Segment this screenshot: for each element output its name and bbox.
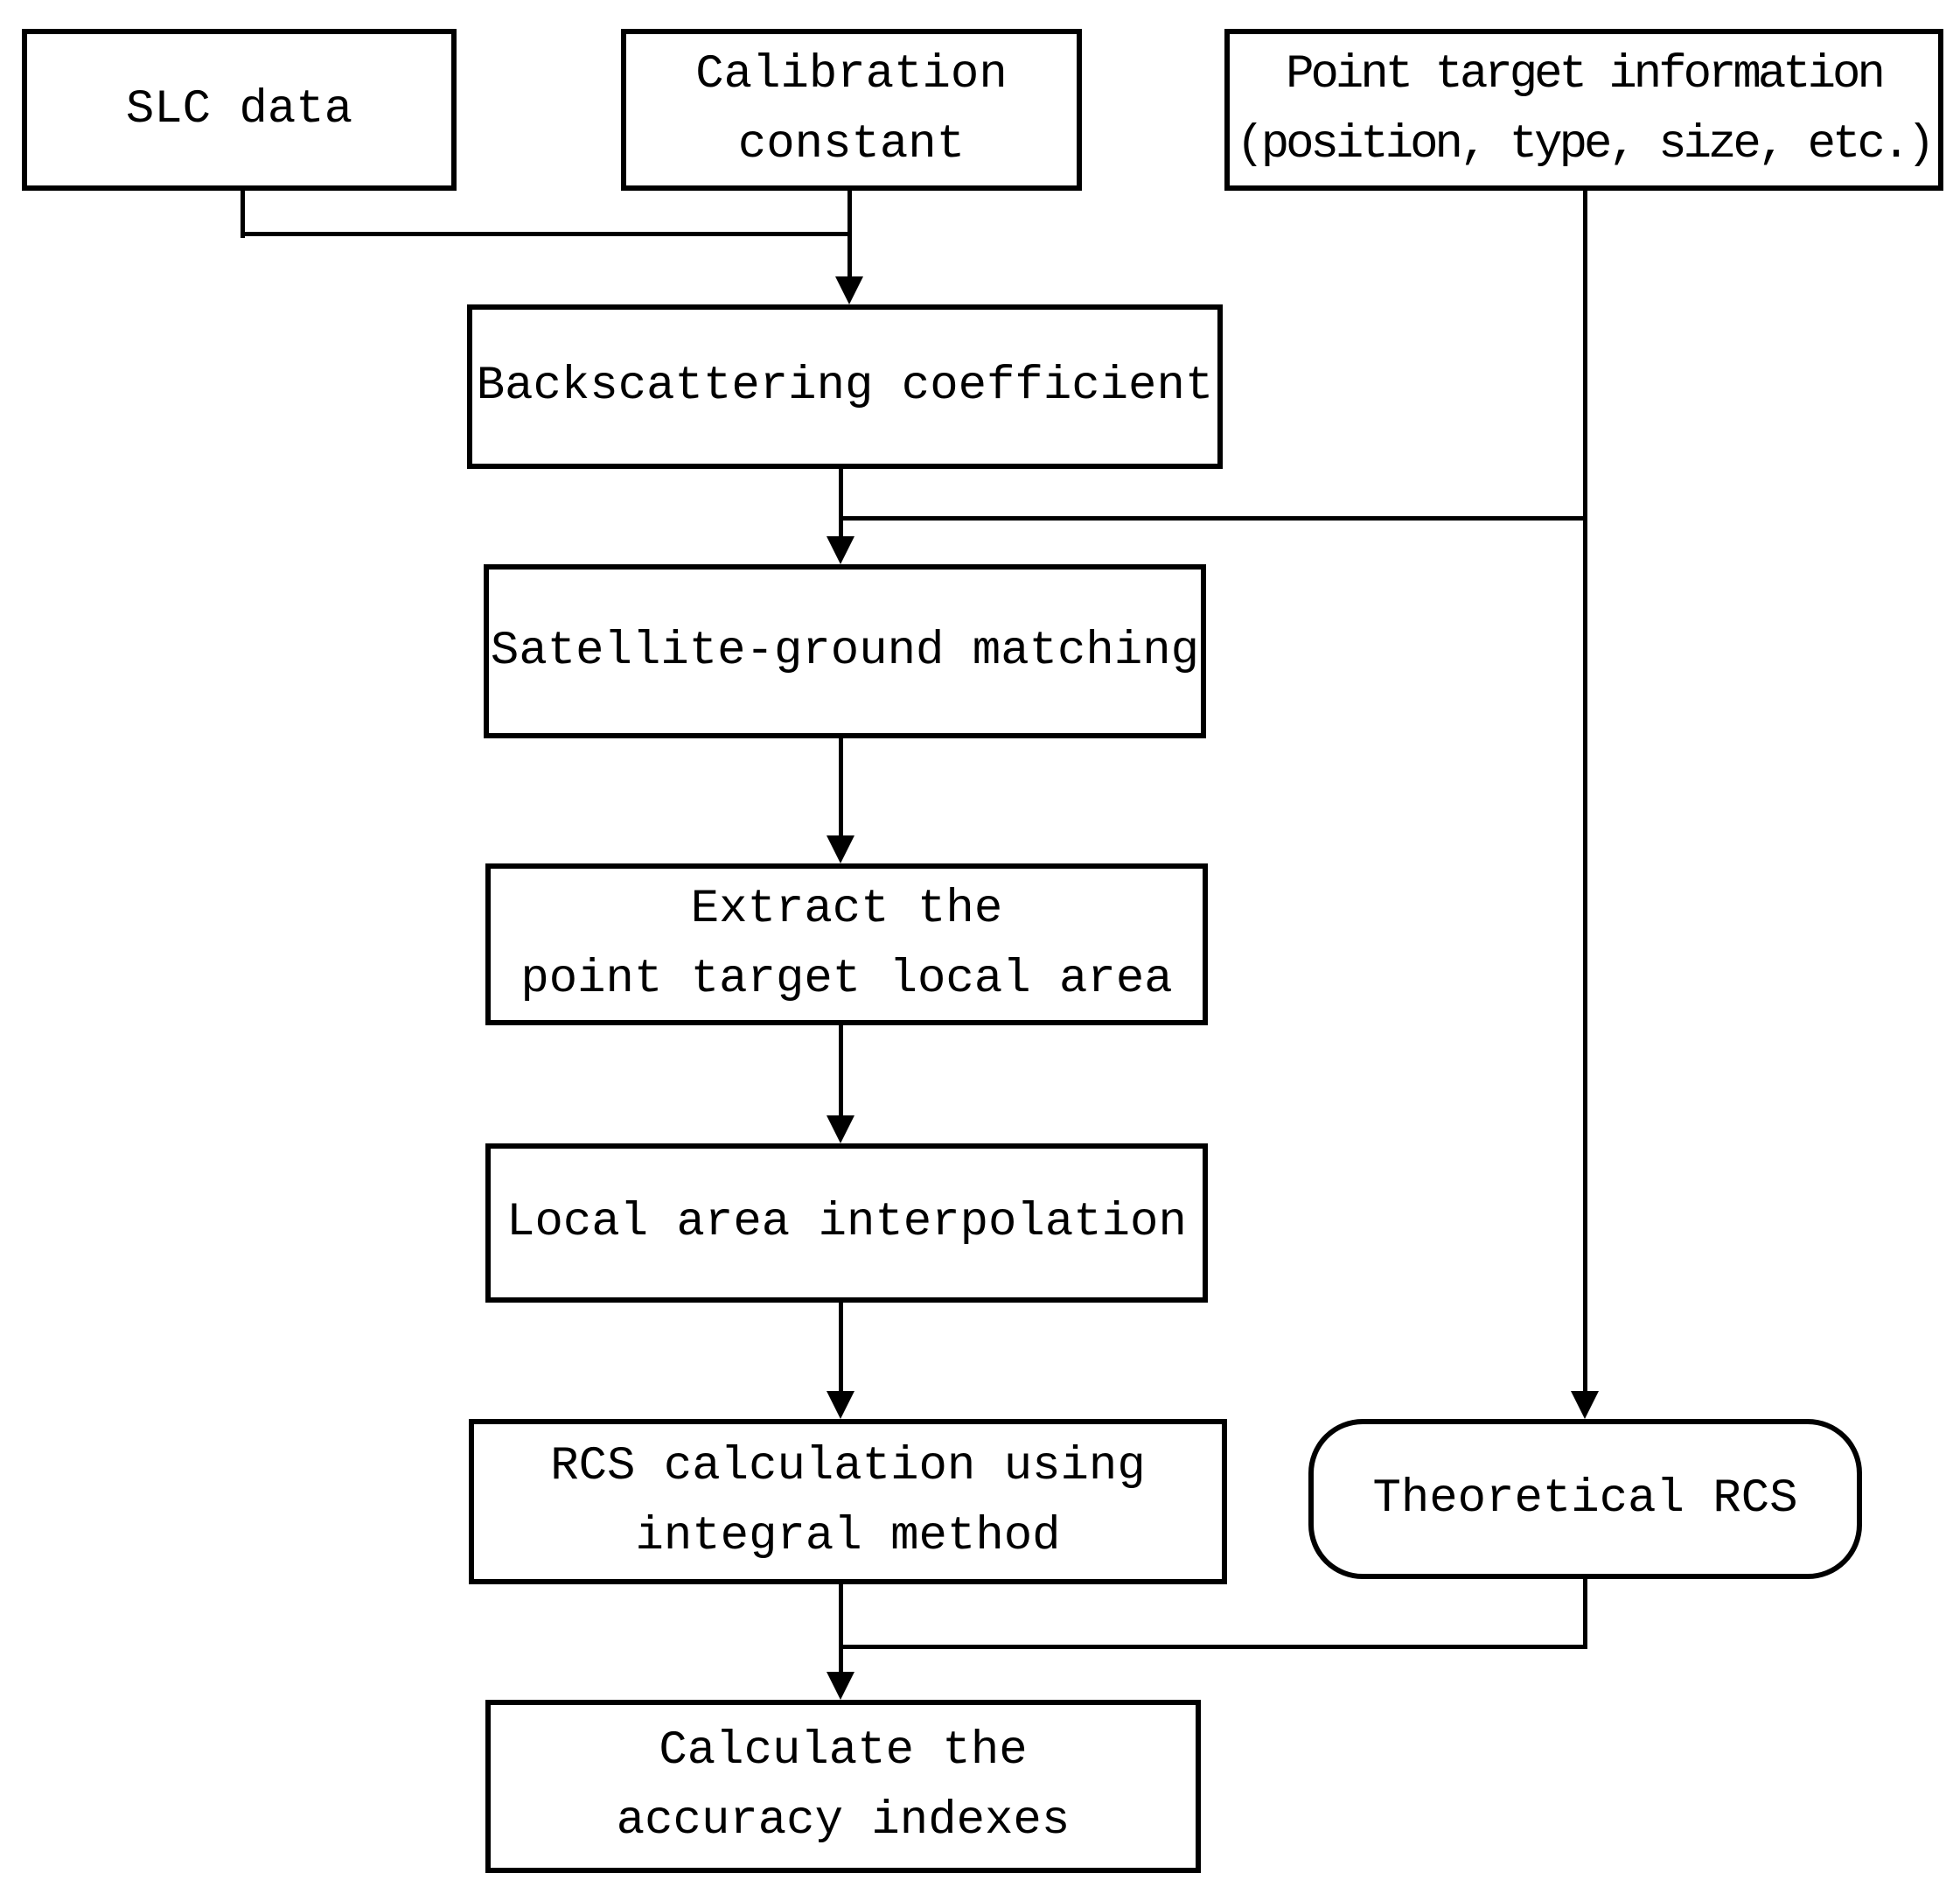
node-point-target-information-label-line2: (position, type, size, etc.) (1236, 117, 1935, 171)
node-rcs-calculation-label-line1: RCS calculation using (550, 1439, 1146, 1493)
node-calibration-constant: Calibration constant (621, 29, 1082, 191)
node-slc-data-label: SLC data (125, 82, 353, 136)
node-local-area-interpolation-label: Local area interpolation (506, 1196, 1187, 1249)
connector-matching-to-extract (839, 737, 843, 842)
arrowhead-into-interpolation (827, 1115, 854, 1143)
arrowhead-into-satellite-ground-matching (827, 536, 854, 564)
node-satellite-ground-matching-label: Satellite-ground matching (490, 624, 1200, 678)
connector-cal-to-backscattering (847, 190, 852, 284)
connector-slc-cal-junction (241, 232, 851, 236)
node-calculate-accuracy-label-line2: accuracy indexes (616, 1794, 1071, 1848)
arrowhead-into-extract (827, 835, 854, 863)
node-point-target-information: Point target information (position, type… (1224, 29, 1943, 191)
node-backscattering-coefficient-label: Backscattering coefficient (476, 360, 1214, 413)
node-backscattering-coefficient: Backscattering coefficient (467, 304, 1223, 469)
connector-interpolation-to-rcs (839, 1302, 843, 1397)
connector-theoretical-down (1583, 1578, 1587, 1649)
arrowhead-into-theoretical-rcs (1571, 1391, 1599, 1419)
node-theoretical-rcs: Theoretical RCS (1308, 1419, 1862, 1579)
arrowhead-into-accuracy-indexes (827, 1672, 854, 1700)
node-satellite-ground-matching: Satellite-ground matching (484, 564, 1206, 738)
connector-branch-theoretical-to-accuracy (839, 1645, 1587, 1649)
node-theoretical-rcs-label: Theoretical RCS (1372, 1471, 1798, 1526)
node-slc-data: SLC data (22, 29, 457, 191)
node-calibration-constant-label-line2: constant (737, 117, 966, 171)
connector-slc-down (241, 190, 245, 238)
node-extract-label-line1: Extract the (690, 882, 1003, 936)
arrowhead-into-backscattering (835, 276, 863, 304)
connector-extract-to-interpolation (839, 1024, 843, 1122)
node-calibration-constant-label-line1: Calibration (695, 47, 1008, 101)
node-calculate-accuracy-indexes: Calculate the accuracy indexes (485, 1700, 1201, 1873)
node-point-target-information-label-line1: Point target information (1286, 47, 1886, 101)
node-rcs-calculation-integral-method: RCS calculation using integral method (469, 1419, 1227, 1584)
connector-backscattering-down (839, 468, 843, 542)
connector-pti-down (1583, 190, 1587, 1396)
node-extract-point-target-local-area: Extract the point target local area (485, 863, 1208, 1025)
connector-rcs-to-accuracy (839, 1583, 843, 1678)
node-extract-label-line2: point target local area (520, 952, 1173, 1006)
node-local-area-interpolation: Local area interpolation (485, 1143, 1208, 1303)
connector-branch-pti-to-matching (839, 516, 1587, 521)
arrowhead-into-rcs-calculation (827, 1391, 854, 1419)
node-calculate-accuracy-label-line1: Calculate the (659, 1724, 1028, 1778)
node-rcs-calculation-label-line2: integral method (635, 1509, 1061, 1563)
